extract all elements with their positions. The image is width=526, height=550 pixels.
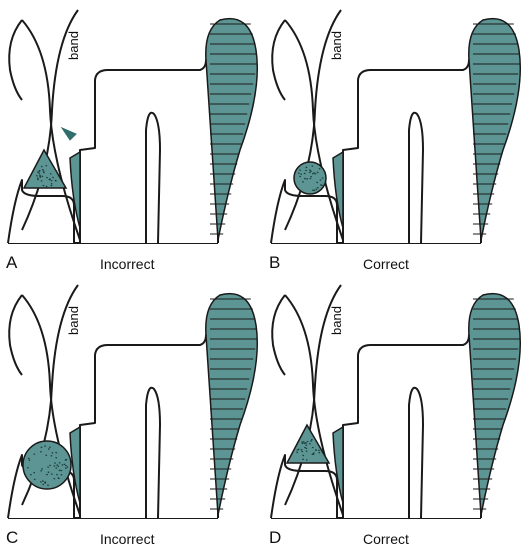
matrix-band-line <box>284 294 344 516</box>
matrix-band-line <box>271 19 286 101</box>
panel-letter: C <box>6 528 19 547</box>
band-label: band <box>329 306 344 335</box>
matrix-band-line <box>284 9 342 231</box>
wedge <box>22 440 72 490</box>
tooth-matrix-drawing <box>7 284 259 519</box>
pulp-canal <box>408 111 424 244</box>
proximal-enamel <box>332 150 344 229</box>
panel-letter: D <box>269 528 282 547</box>
matrix-band-line <box>284 284 342 506</box>
arrowhead-icon <box>60 126 77 141</box>
matrix-band-line <box>21 19 81 241</box>
pulp-canal <box>145 386 161 519</box>
proximal-enamel <box>69 425 81 504</box>
matrix-band-line <box>8 294 23 376</box>
tooth-matrix-drawing <box>270 9 522 244</box>
tooth-matrix-drawing <box>7 9 259 244</box>
matrix-band-line <box>21 9 79 231</box>
proximal-enamel <box>332 425 344 504</box>
panel-letter: A <box>6 253 18 272</box>
matrix-band-line <box>8 19 23 101</box>
adjacent-tooth <box>270 454 338 519</box>
adjacent-tooth <box>270 179 338 244</box>
band-label: band <box>329 31 344 60</box>
pulp-canal <box>408 386 424 519</box>
wedge <box>22 148 68 189</box>
panel-caption: Correct <box>363 531 409 547</box>
panel-caption: Correct <box>363 256 409 272</box>
band-label: band <box>66 31 81 60</box>
proximal-enamel <box>69 150 81 229</box>
adjacent-tooth <box>7 179 75 244</box>
panel-caption: Incorrect <box>100 531 155 547</box>
pulp-canal <box>145 111 161 244</box>
panel-caption: Incorrect <box>100 256 155 272</box>
matrix-band-line <box>271 294 286 376</box>
matrix-band-line <box>284 19 344 241</box>
band-label: band <box>66 306 81 335</box>
tooth-matrix-drawing <box>270 284 522 519</box>
wedge <box>285 423 331 464</box>
panel-letter: B <box>269 253 281 272</box>
